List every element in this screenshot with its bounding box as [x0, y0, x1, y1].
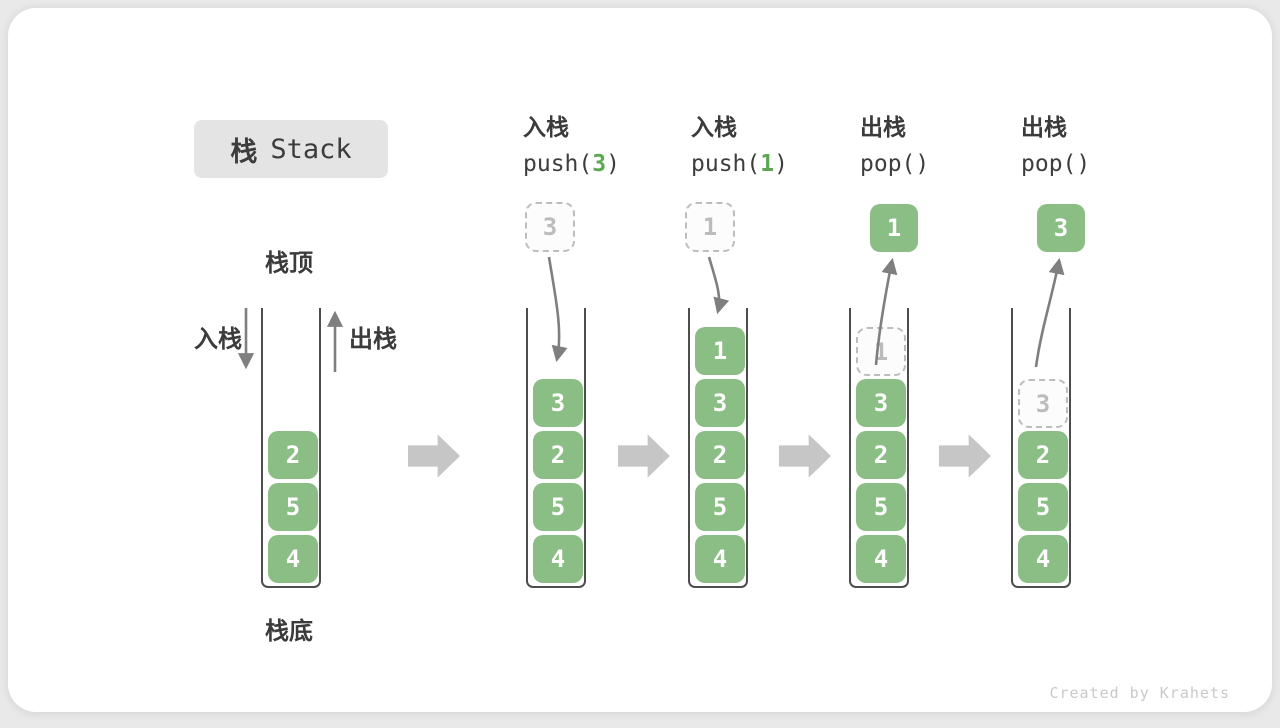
stack-cell: 5	[856, 483, 906, 531]
stack-cell: 4	[533, 535, 583, 583]
code-arg: 1	[760, 151, 775, 177]
title-zh: 栈	[230, 136, 258, 167]
op-code-label: pop()	[860, 153, 1030, 176]
stack-container-push1: 1 3 2 5 4	[688, 308, 748, 588]
pop-direction-label: 出栈	[349, 326, 397, 353]
popped-ghost-cell: 3	[1018, 379, 1068, 428]
code-pre: pop()	[1021, 151, 1091, 177]
incoming-value-box: 3	[525, 202, 575, 252]
code-post: )	[606, 151, 620, 177]
stack-container-pop3: 3 2 5 4	[1011, 308, 1071, 588]
op-zh-label: 出栈	[1021, 114, 1067, 140]
step-arrow-icon	[939, 434, 991, 478]
op-zh-label: 入栈	[691, 114, 737, 140]
outgoing-value-box: 1	[870, 204, 918, 252]
stack-cell: 2	[695, 431, 745, 479]
stack-bottom-label: 栈底	[265, 618, 313, 645]
code-pre: pop()	[860, 151, 930, 177]
stack-top-label: 栈顶	[265, 250, 313, 277]
stack-container-push3: 3 2 5 4	[526, 308, 586, 588]
outgoing-value-box: 3	[1037, 204, 1085, 252]
code-pre: push(	[691, 151, 761, 177]
op-header-push-3: 入栈 push(3)	[523, 116, 693, 176]
op-header-pop-3: 出栈 pop()	[1021, 116, 1191, 176]
title-en: Stack	[270, 133, 352, 165]
stack-cell: 4	[695, 535, 745, 583]
op-header-pop-1: 出栈 pop()	[860, 116, 1030, 176]
step-arrow-icon	[618, 434, 670, 478]
op-code-label: pop()	[1021, 153, 1191, 176]
stack-cell: 5	[695, 483, 745, 531]
op-code-label: push(3)	[523, 153, 693, 176]
code-arg: 3	[592, 151, 607, 177]
stack-cell: 1	[695, 327, 745, 375]
footer-credit: Created by Krahets	[1049, 684, 1230, 702]
popped-ghost-cell: 1	[856, 327, 906, 376]
op-header-push-1: 入栈 push(1)	[691, 116, 861, 176]
diagram-title-badge: 栈 Stack	[194, 120, 388, 178]
stack-cell: 5	[1018, 483, 1068, 531]
incoming-value-box: 1	[685, 202, 735, 252]
code-pre: push(	[523, 151, 593, 177]
op-code-label: push(1)	[691, 153, 861, 176]
step-arrow-icon	[779, 434, 831, 478]
stack-container-pop1: 1 3 2 5 4	[849, 308, 909, 588]
push-motion-arrow-icon	[707, 256, 730, 315]
push-direction-label: 入栈	[194, 326, 242, 353]
step-arrow-icon	[408, 434, 460, 478]
stack-cell: 3	[856, 379, 906, 427]
op-zh-label: 出栈	[860, 114, 906, 140]
code-post: )	[774, 151, 788, 177]
op-zh-label: 入栈	[523, 114, 569, 140]
stack-cell: 2	[268, 431, 318, 479]
stack-cell: 5	[533, 483, 583, 531]
stack-container-initial: 2 5 4	[261, 308, 321, 588]
stack-cell: 4	[1018, 535, 1068, 583]
stack-cell: 2	[1018, 431, 1068, 479]
stack-cell: 2	[533, 431, 583, 479]
stack-cell: 3	[533, 379, 583, 427]
stack-cell: 3	[695, 379, 745, 427]
diagram-card: 栈 Stack 入栈 push(3) 入栈 push(1) 出栈 pop() 出…	[8, 8, 1272, 712]
stack-cell: 5	[268, 483, 318, 531]
stack-cell: 4	[856, 535, 906, 583]
stack-cell: 4	[268, 535, 318, 583]
stack-cell: 2	[856, 431, 906, 479]
